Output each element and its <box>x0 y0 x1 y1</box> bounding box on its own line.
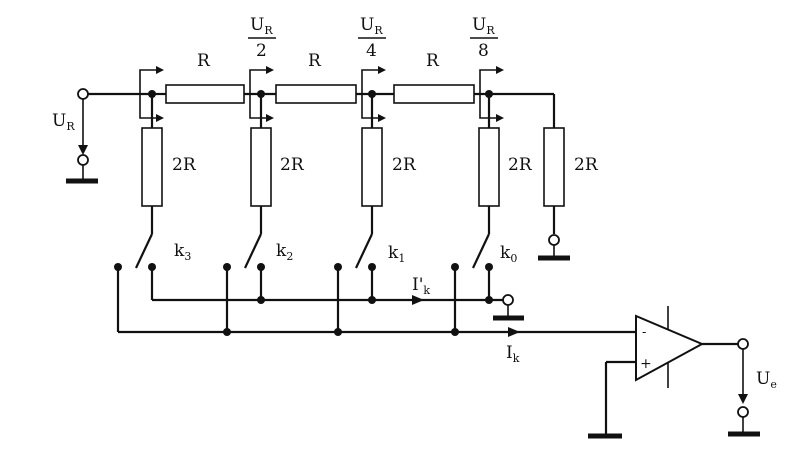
input-terminal <box>66 88 152 184</box>
svg-text:UR: UR <box>250 15 273 37</box>
switch-label-k1: k1 <box>388 243 405 265</box>
shunt-branches <box>141 94 570 261</box>
shunt-label-4: 2R <box>508 155 533 175</box>
summing-bus <box>116 267 636 337</box>
series-resistor-label-2: R <box>308 51 322 71</box>
shunt-label-1: 2R <box>172 155 197 175</box>
shunt-resistor-2 <box>250 127 272 207</box>
node-voltage-label-3: UR 8 <box>470 15 498 61</box>
series-rail <box>152 84 554 104</box>
shunt-resistor-4 <box>478 127 500 207</box>
summing-bus-current-label: Ik <box>506 343 520 365</box>
switch-label-k0: k0 <box>500 243 517 265</box>
series-resistor-label-3: R <box>426 51 440 71</box>
shunt-resistor-1 <box>141 127 163 207</box>
output-voltage-label: Ue <box>756 369 777 391</box>
svg-text:4: 4 <box>366 41 377 61</box>
op-amp <box>588 306 760 439</box>
shunt-label-5: 2R <box>574 155 599 175</box>
node-arrows <box>139 66 504 122</box>
series-resistor-label-1: R <box>197 51 211 71</box>
ground-bus <box>150 267 524 321</box>
opamp-inverting-label: - <box>642 325 646 340</box>
node-voltage-label-1: UR 2 <box>248 15 276 61</box>
series-resistor-2 <box>275 84 357 104</box>
ground-bus-current-label: I'k <box>412 275 430 297</box>
series-resistor-3 <box>393 84 475 104</box>
switches <box>114 233 493 271</box>
svg-text:UR: UR <box>472 15 495 37</box>
shunt-resistor-5 <box>543 127 565 207</box>
shunt-label-3: 2R <box>392 155 417 175</box>
node-voltage-label-2: UR 4 <box>358 15 386 61</box>
series-resistor-1 <box>165 84 245 104</box>
opamp-noninverting-label: + <box>640 356 652 372</box>
svg-text:8: 8 <box>478 41 489 61</box>
switch-label-k2: k2 <box>276 241 293 263</box>
shunt-label-2: 2R <box>280 155 305 175</box>
svg-text:2: 2 <box>256 41 267 61</box>
shunt-resistor-3 <box>361 127 383 207</box>
svg-text:UR: UR <box>360 15 383 37</box>
switch-label-k3: k3 <box>174 241 191 263</box>
input-voltage-label: UR <box>52 111 75 133</box>
